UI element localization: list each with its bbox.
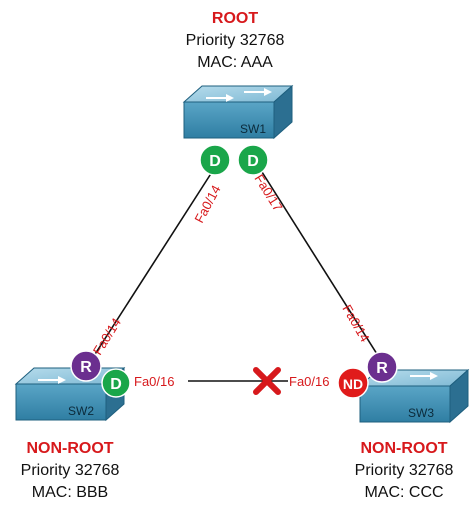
svg-text:R: R xyxy=(376,360,388,377)
port-label-sw2-fa016: Fa0/16 xyxy=(134,374,174,389)
sw2-mac: MAC: BBB xyxy=(31,484,109,501)
svg-text:ND: ND xyxy=(343,376,363,392)
switch-arrows-icon xyxy=(206,88,272,102)
sw2-name: SW2 xyxy=(68,404,94,418)
blocked-link-x-icon xyxy=(253,367,281,395)
svg-text:D: D xyxy=(209,153,221,170)
svg-text:R: R xyxy=(80,359,92,376)
switch-arrows-icon xyxy=(38,376,66,384)
badge-sw3-root-port: R xyxy=(366,351,398,383)
sw3-info: NON-ROOT Priority 32768 MAC: CCC xyxy=(334,438,474,504)
sw1-role: ROOT xyxy=(211,10,259,27)
port-label-sw2-fa014: Fa0/14 xyxy=(90,315,124,357)
link-sw1-sw3 xyxy=(261,171,383,363)
badge-sw1-right-designated: D xyxy=(237,144,269,176)
sw3-name: SW3 xyxy=(408,406,434,420)
switch-sw1: SW1 xyxy=(182,84,294,140)
sw1-name: SW1 xyxy=(240,122,266,136)
sw1-mac: MAC: AAA xyxy=(197,54,273,71)
link-sw1-sw2 xyxy=(89,171,213,363)
badge-sw2-root-port: R xyxy=(70,350,102,382)
sw2-info: NON-ROOT Priority 32768 MAC: BBB xyxy=(0,438,140,504)
sw3-priority: Priority 32768 xyxy=(354,462,454,479)
port-label-sw3-fa014: Fa0/14 xyxy=(339,302,372,345)
sw2-priority: Priority 32768 xyxy=(20,462,120,479)
sw2-role: NON-ROOT xyxy=(26,440,114,457)
sw3-mac: MAC: CCC xyxy=(364,484,444,501)
badge-sw3-non-designated: ND xyxy=(337,367,369,399)
svg-text:D: D xyxy=(247,153,259,170)
badge-sw2-designated: D xyxy=(101,368,131,398)
switch-arrows-icon xyxy=(410,372,438,380)
sw1-priority: Priority 32768 xyxy=(185,32,285,49)
svg-text:D: D xyxy=(110,376,122,393)
port-label-sw1-fa014: Fa0/14 xyxy=(191,183,223,226)
sw3-role: NON-ROOT xyxy=(360,440,448,457)
port-label-sw3-fa016: Fa0/16 xyxy=(289,374,329,389)
port-label-sw1-fa017: Fa0/17 xyxy=(251,172,285,214)
sw1-info: ROOT Priority 32768 MAC: AAA xyxy=(140,8,330,74)
badge-sw1-left-designated: D xyxy=(199,144,231,176)
